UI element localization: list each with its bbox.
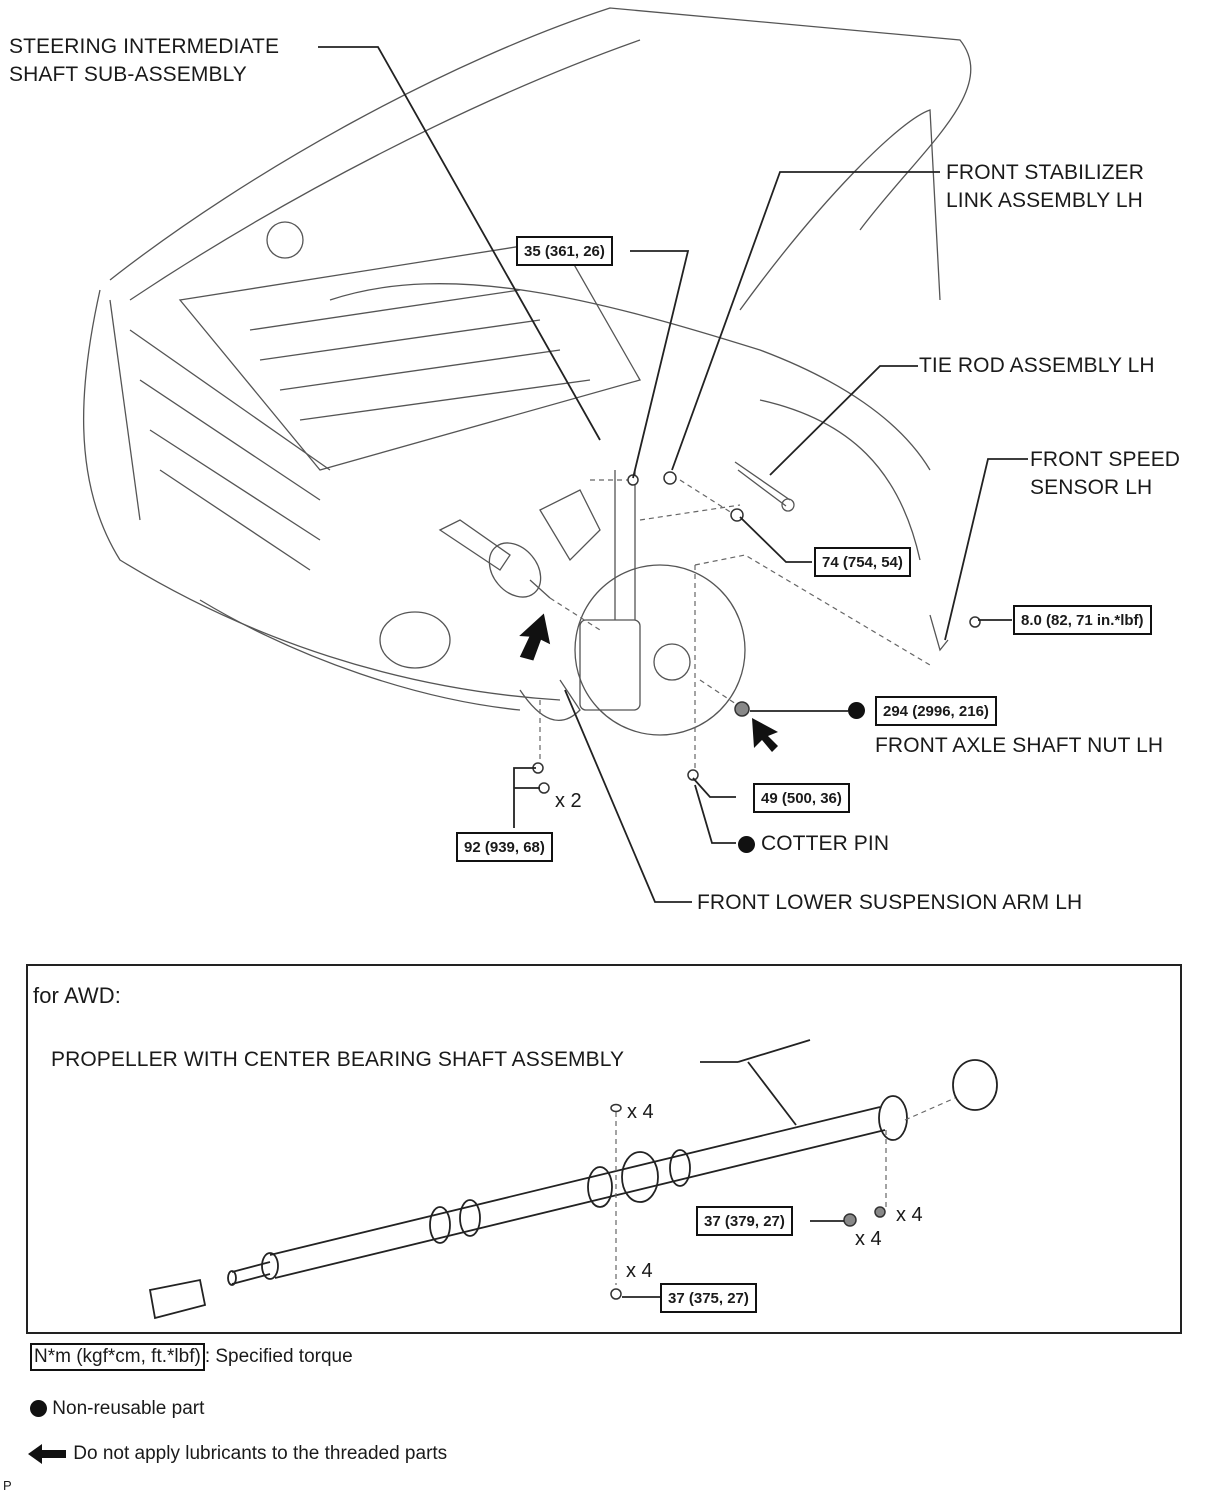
torque-92: 92 (939, 68) bbox=[456, 832, 553, 862]
windshield bbox=[739, 109, 941, 311]
torque-294: 294 (2996, 216) bbox=[875, 696, 997, 726]
nut-37-379 bbox=[843, 1213, 857, 1227]
torque-37-375: 37 (375, 27) bbox=[660, 1283, 757, 1313]
legend-non-reusable-text: Non-reusable part bbox=[52, 1398, 205, 1419]
legend-non-reusable: Non-reusable part bbox=[30, 1398, 204, 1420]
label-front-axle-shaft-nut: FRONT AXLE SHAFT NUT LH bbox=[875, 734, 1164, 757]
awd-title: for AWD: bbox=[33, 983, 121, 1008]
axle-nut bbox=[734, 701, 750, 717]
label-line: FRONT STABILIZER bbox=[946, 161, 1145, 184]
engine-bay bbox=[178, 239, 641, 471]
arrow-driveshaft-icon bbox=[519, 613, 551, 661]
hood-inner bbox=[129, 39, 641, 301]
speed-sensor-part bbox=[929, 614, 949, 652]
black-arrow-icon bbox=[28, 1444, 66, 1464]
steering-gear bbox=[539, 489, 601, 562]
footer-mark: P bbox=[3, 1478, 12, 1493]
washer-x4 bbox=[610, 1103, 622, 1113]
label-front-stabilizer-link: FRONT STABILIZER LINK ASSEMBLY LH bbox=[946, 159, 1144, 215]
trans-yoke bbox=[148, 1278, 207, 1320]
label-cotter-pin: COTTER PIN bbox=[738, 830, 889, 858]
torque-37-379: 37 (379, 27) bbox=[696, 1206, 793, 1236]
label-tie-rod: TIE ROD ASSEMBLY LH bbox=[919, 354, 1155, 377]
non-reusable-dot-icon bbox=[30, 1400, 47, 1418]
quantity-nuts-flange: x 4 bbox=[896, 1204, 923, 1226]
hub bbox=[653, 643, 691, 681]
quantity-washers: x 4 bbox=[627, 1101, 654, 1123]
caliper bbox=[579, 619, 641, 711]
propeller-shaft-drawing bbox=[148, 1039, 998, 1320]
torque-74: 74 (754, 54) bbox=[814, 547, 911, 577]
explode-lines bbox=[539, 479, 931, 770]
label-line: LINK ASSEMBLY LH bbox=[946, 189, 1143, 212]
non-reusable-dot-icon bbox=[738, 835, 755, 853]
legend-torque: N*m (kgf*cm, ft.*lbf): Specified torque bbox=[30, 1343, 353, 1371]
grille bbox=[109, 299, 331, 571]
label-front-speed-sensor: FRONT SPEED SENSOR LH bbox=[1030, 446, 1180, 502]
label-line: SENSOR LH bbox=[1030, 476, 1153, 499]
washer-92 bbox=[538, 782, 550, 794]
strut-top bbox=[266, 221, 304, 259]
label-line: FRONT SPEED bbox=[1030, 448, 1181, 471]
wheel-arch bbox=[759, 399, 921, 561]
label-steering-intermediate-shaft: STEERING INTERMEDIATE SHAFT SUB-ASSEMBLY bbox=[9, 33, 279, 89]
fender-line bbox=[329, 283, 931, 471]
quantity-nuts: x 4 bbox=[855, 1228, 882, 1250]
legend-no-lubricant: Do not apply lubricants to the threaded … bbox=[28, 1443, 447, 1465]
label-propeller-shaft: PROPELLER WITH CENTER BEARING SHAFT ASSE… bbox=[51, 1048, 625, 1071]
cotter-pin-text: COTTER PIN bbox=[760, 832, 890, 855]
bolt-8 bbox=[969, 616, 981, 628]
drive-shaft bbox=[438, 519, 551, 599]
awd-section bbox=[26, 964, 1182, 1334]
brake-disc bbox=[574, 564, 746, 736]
bumper-lower bbox=[199, 599, 521, 711]
legend-torque-desc: : Specified torque bbox=[204, 1346, 353, 1367]
bolt-37-375 bbox=[610, 1288, 622, 1300]
legend-no-lubricant-text: Do not apply lubricants to the threaded … bbox=[73, 1443, 448, 1465]
legend-torque-unit: N*m (kgf*cm, ft.*lbf) bbox=[30, 1343, 205, 1371]
strut bbox=[614, 470, 636, 620]
quantity-arm-bolts: x 2 bbox=[555, 790, 582, 812]
diff-flange bbox=[952, 1059, 998, 1111]
torque-8: 8.0 (82, 71 in.*lbf) bbox=[1013, 605, 1152, 635]
no-lube-arrows bbox=[519, 613, 778, 752]
leader-lines bbox=[318, 46, 1028, 903]
label-line: STEERING INTERMEDIATE bbox=[9, 35, 280, 58]
torque-35: 35 (361, 26) bbox=[516, 236, 613, 266]
lower-arm-part bbox=[519, 679, 581, 721]
car-body-outline bbox=[82, 289, 561, 701]
axle-nut-non-reusable-dot-icon bbox=[848, 702, 865, 720]
tie-rod bbox=[734, 461, 791, 507]
nut-x4 bbox=[874, 1206, 886, 1218]
quantity-bolts: x 4 bbox=[626, 1260, 653, 1282]
nut-49 bbox=[687, 769, 699, 781]
torque-49: 49 (500, 36) bbox=[753, 783, 850, 813]
fog-lamp bbox=[379, 611, 451, 669]
stabilizer-link-nut bbox=[663, 471, 677, 485]
label-line: SHAFT SUB-ASSEMBLY bbox=[9, 63, 247, 86]
label-front-lower-suspension-arm: FRONT LOWER SUSPENSION ARM LH bbox=[697, 891, 1083, 914]
arrow-axle-nut-icon bbox=[752, 718, 778, 752]
